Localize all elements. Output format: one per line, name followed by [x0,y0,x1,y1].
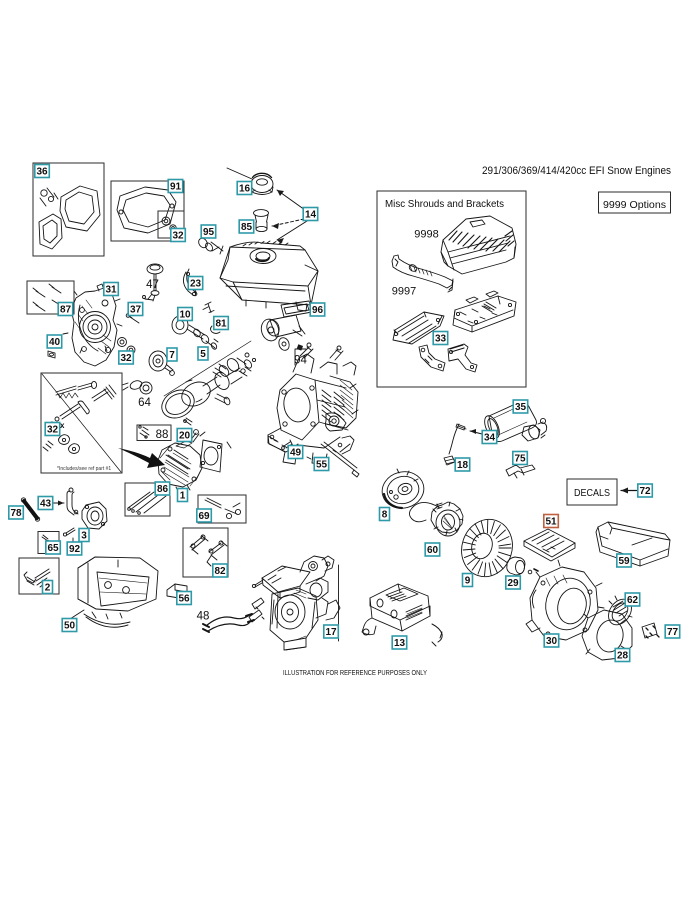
svg-text:48: 48 [197,611,210,623]
svg-text:96: 96 [312,305,324,316]
svg-text:9997: 9997 [392,286,416,298]
svg-text:87: 87 [60,305,72,316]
svg-text:*Includes/see ref part #1: *Includes/see ref part #1 [57,466,111,472]
svg-text:13: 13 [394,638,406,649]
svg-text:77: 77 [667,627,679,638]
svg-text:7: 7 [169,350,175,361]
svg-text:82: 82 [214,566,226,577]
svg-text:60: 60 [427,545,439,556]
svg-text:32: 32 [120,353,132,364]
svg-text:64: 64 [138,397,151,409]
svg-text:ILLUSTRATION FOR REFERENCE PUR: ILLUSTRATION FOR REFERENCE PURPOSES ONLY [283,668,427,677]
svg-text:23: 23 [190,279,202,290]
svg-text:32: 32 [172,231,184,242]
svg-text:28: 28 [617,651,629,662]
svg-text:3: 3 [81,531,87,542]
svg-text:72: 72 [639,486,651,497]
svg-text:29: 29 [507,578,519,589]
svg-text:49: 49 [290,448,302,459]
svg-text:32: 32 [47,425,59,436]
svg-text:78: 78 [10,508,22,519]
svg-text:56: 56 [178,594,190,605]
svg-text:55: 55 [316,460,328,471]
svg-text:37: 37 [130,305,142,316]
svg-text:51: 51 [545,517,557,528]
svg-text:50: 50 [64,621,76,632]
svg-text:69: 69 [198,511,210,522]
svg-text:94: 94 [294,355,307,367]
svg-text:36: 36 [36,167,48,178]
svg-text:95: 95 [203,227,215,238]
svg-text:43: 43 [40,499,52,510]
svg-text:10: 10 [179,310,191,321]
svg-text:9998: 9998 [414,229,438,241]
svg-text:x: x [60,421,65,430]
svg-text:91: 91 [170,182,182,193]
svg-text:34: 34 [484,433,496,444]
svg-text:18: 18 [457,460,469,471]
svg-text:Misc Shrouds and Brackets: Misc Shrouds and Brackets [385,199,504,210]
svg-text:86: 86 [157,484,169,495]
svg-text:81: 81 [215,319,227,330]
svg-text:1: 1 [180,491,186,502]
svg-text:59: 59 [618,556,630,567]
svg-text:65: 65 [47,543,59,554]
svg-text:35: 35 [515,402,527,413]
svg-text:40: 40 [49,337,61,348]
svg-text:62: 62 [627,595,639,606]
svg-text:5: 5 [200,349,206,360]
svg-text:8: 8 [382,510,388,521]
svg-text:30: 30 [546,636,558,647]
svg-text:75: 75 [514,454,526,465]
svg-text:291/306/369/414/420cc EFI Snow: 291/306/369/414/420cc EFI Snow Engines [482,165,671,177]
svg-text:88: 88 [156,429,169,441]
svg-text:33: 33 [435,334,447,345]
svg-text:16: 16 [239,184,251,195]
svg-text:20: 20 [179,431,191,442]
svg-text:DECALS: DECALS [574,487,610,499]
svg-text:17: 17 [325,627,337,638]
svg-text:9999 Options: 9999 Options [603,200,666,211]
svg-text:92: 92 [69,544,81,555]
svg-text:9: 9 [465,576,471,587]
svg-text:14: 14 [305,210,317,221]
svg-text:47: 47 [146,279,159,291]
svg-text:31: 31 [105,285,117,296]
svg-text:85: 85 [241,222,253,233]
svg-text:2: 2 [45,583,51,594]
